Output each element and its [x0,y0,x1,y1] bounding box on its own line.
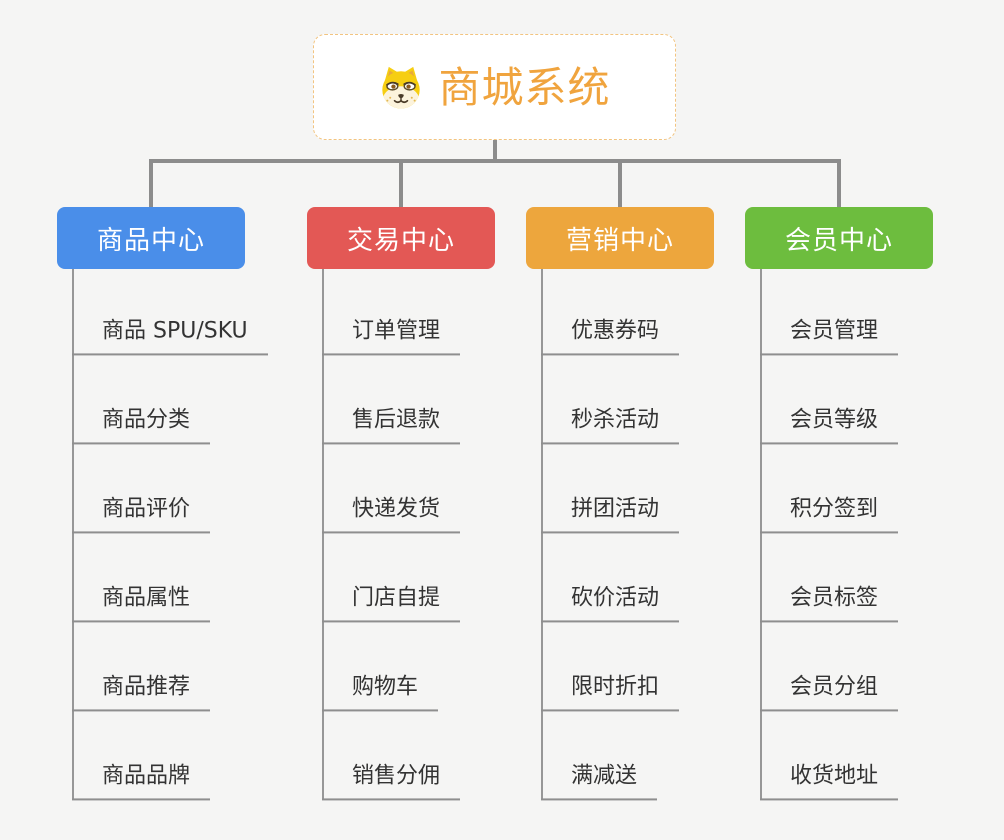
branch-label: 交易中心 [346,225,455,256]
leaf-node[interactable]: 拼团活动 [541,495,680,533]
branch-header-product-center[interactable]: 商品中心 [57,207,245,269]
leaf-node[interactable]: 会员等级 [760,406,899,444]
branch-header-trade-center[interactable]: 交易中心 [307,207,495,269]
connector-drop-trade [399,159,403,210]
leaf-node[interactable]: 商品评价 [72,495,211,533]
branch-header-marketing-center[interactable]: 营销中心 [526,207,714,269]
leaf-node[interactable]: 商品属性 [72,584,211,622]
branch-children-marketing-center: 优惠券码 秒杀活动 拼团活动 砍价活动 限时折扣 满减送 [541,269,680,800]
leaf-node[interactable]: 商品分类 [72,406,211,444]
leaf-node[interactable]: 商品推荐 [72,673,211,711]
branch-children-product-center: 商品 SPU/SKU 商品分类 商品评价 商品属性 商品推荐 商品品牌 [72,269,268,800]
leaf-node[interactable]: 销售分佣 [322,762,461,800]
connector-bus [149,159,841,163]
leaf-node[interactable]: 快递发货 [322,495,461,533]
connector-drop-member [837,159,841,210]
connector-drop-product [149,159,153,210]
leaf-node[interactable]: 会员分组 [760,673,899,711]
root-title: 商城系统 [438,63,611,112]
leaf-node[interactable]: 售后退款 [322,406,461,444]
branch-label: 会员中心 [784,225,893,256]
leaf-node[interactable]: 积分签到 [760,495,899,533]
leaf-node[interactable]: 购物车 [322,673,439,711]
leaf-node[interactable]: 订单管理 [322,317,461,355]
leaf-node[interactable]: 商品品牌 [72,762,211,800]
leaf-node[interactable]: 会员管理 [760,317,899,355]
leaf-node[interactable]: 门店自提 [322,584,461,622]
leaf-node[interactable]: 会员标签 [760,584,899,622]
branch-children-member-center: 会员管理 会员等级 积分签到 会员标签 会员分组 收货地址 [760,269,899,800]
shiba-dog-icon [378,61,424,113]
connector-root-stub [493,139,497,163]
branch-label: 营销中心 [565,225,674,256]
branch-header-member-center[interactable]: 会员中心 [745,207,933,269]
leaf-node[interactable]: 商品 SPU/SKU [72,317,268,355]
branch-children-trade-center: 订单管理 售后退款 快递发货 门店自提 购物车 销售分佣 [322,269,461,800]
leaf-node[interactable]: 收货地址 [760,762,899,800]
leaf-node[interactable]: 秒杀活动 [541,406,680,444]
root-node[interactable]: 商城系统 [313,34,676,140]
leaf-node[interactable]: 限时折扣 [541,673,680,711]
branch-label: 商品中心 [96,225,205,256]
connector-drop-marketing [618,159,622,210]
leaf-node[interactable]: 砍价活动 [541,584,680,622]
leaf-node[interactable]: 优惠券码 [541,317,680,355]
leaf-node[interactable]: 满减送 [541,762,658,800]
